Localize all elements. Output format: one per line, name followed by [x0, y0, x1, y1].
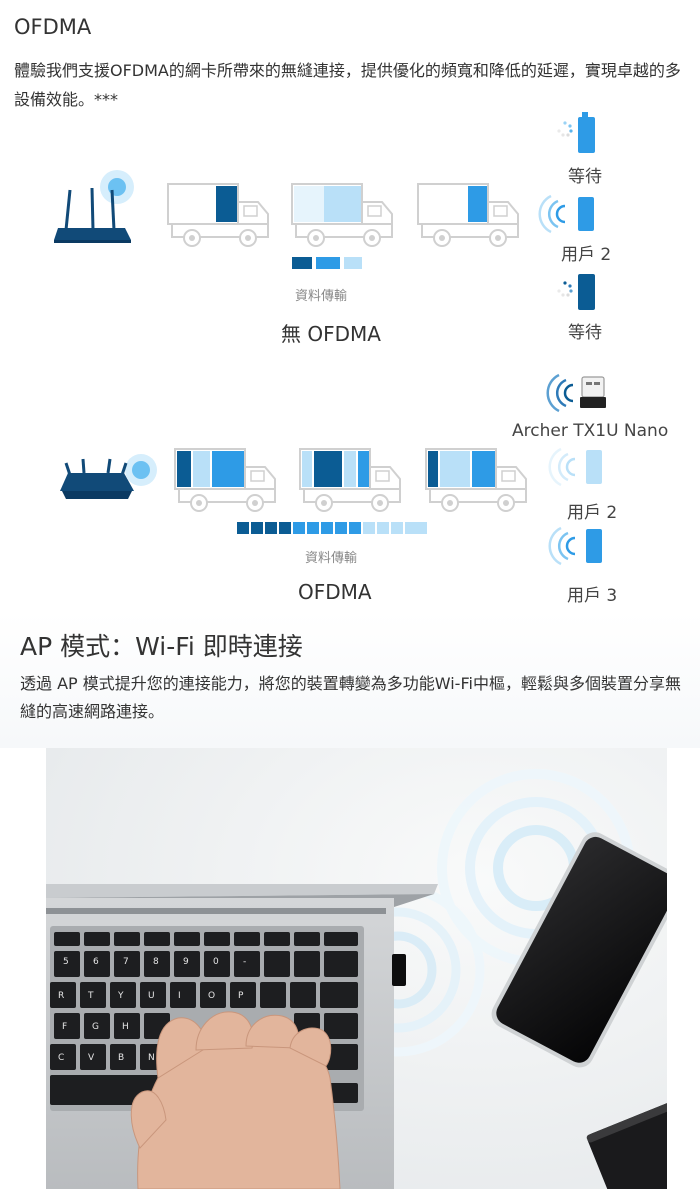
truck-icon — [425, 448, 527, 512]
key-label: 9 — [183, 957, 189, 967]
key-label: V — [88, 1053, 95, 1063]
wifi-signal-icon — [548, 526, 576, 566]
wifi-signal-icon — [546, 373, 574, 413]
ap-section-background — [0, 612, 700, 748]
key-label: G — [92, 1022, 99, 1032]
phone-icon — [578, 112, 595, 153]
usb-adapter-icon — [392, 954, 406, 986]
diagram-ofdma — [60, 373, 606, 566]
phone-icon — [578, 274, 595, 310]
device-user-label: 用戶 2 — [567, 503, 618, 523]
router-icon — [54, 170, 134, 243]
key-label: T — [87, 991, 94, 1001]
hand-illustration — [130, 1011, 341, 1189]
laptop-photo: 5 6 7 8 9 0 - R T Y U I O P F G H C V B — [46, 748, 667, 1189]
key-label: I — [178, 991, 181, 1001]
truck-icon — [167, 183, 269, 247]
phone-icon — [586, 450, 602, 484]
usb-adapter-icon — [580, 376, 606, 408]
wifi-signal-icon — [538, 194, 566, 234]
key-label: O — [208, 991, 215, 1001]
device-status-label: 等待 — [568, 323, 602, 343]
key-label: 6 — [93, 957, 99, 967]
router-icon — [60, 454, 157, 499]
smartphone-illustration — [491, 832, 667, 1068]
ap-heading: AP 模式：Wi-Fi 即時連接 — [20, 632, 303, 661]
truck-icon — [291, 183, 393, 247]
key-label: B — [118, 1053, 124, 1063]
tablet-illustration — [586, 1091, 667, 1189]
phone-icon — [578, 197, 594, 231]
device-user-label: 用戶 3 — [567, 586, 618, 606]
truck-icon — [299, 448, 401, 512]
diagram-caption: OFDMA — [298, 580, 372, 604]
key-label: C — [58, 1053, 64, 1063]
truck-icon — [417, 183, 519, 247]
data-transfer-bar — [292, 257, 362, 269]
ofdma-description: 體驗我們支援OFDMA的網卡所帶來的無縫連接，提供優化的頻寬和降低的延遲，實現卓… — [14, 61, 681, 109]
data-transfer-label: 資料傳輸 — [305, 551, 358, 566]
key-label: 7 — [123, 957, 129, 967]
key-label: - — [243, 957, 246, 967]
device-status-label: 等待 — [568, 167, 602, 187]
diagram-no-ofdma — [54, 112, 595, 310]
key-label: U — [148, 991, 155, 1001]
loading-spinner-icon — [557, 121, 573, 137]
key-label: P — [238, 991, 244, 1001]
wifi-signal-icon — [548, 447, 576, 487]
device-user-label: 用戶 2 — [561, 245, 612, 265]
key-label: Y — [117, 991, 124, 1001]
key-label: N — [148, 1053, 155, 1063]
ap-description: 透過 AP 模式提升您的連接能力，將您的裝置轉變為多功能Wi-Fi中樞，輕鬆與多… — [20, 674, 681, 721]
adapter-label: Archer TX1U Nano — [512, 421, 669, 441]
ofdma-heading: OFDMA — [14, 15, 92, 39]
data-transfer-label: 資料傳輸 — [295, 289, 348, 304]
phone-icon — [586, 529, 602, 563]
loading-spinner-icon — [557, 281, 573, 297]
truck-icon — [174, 448, 276, 512]
key-label: H — [122, 1022, 129, 1032]
key-label: R — [58, 991, 64, 1001]
data-transfer-bar — [237, 522, 427, 534]
key-label: 0 — [213, 957, 219, 967]
key-label: 5 — [63, 957, 69, 967]
key-label: F — [62, 1022, 67, 1032]
diagram-caption: 無 OFDMA — [281, 322, 381, 346]
key-label: 8 — [153, 957, 159, 967]
